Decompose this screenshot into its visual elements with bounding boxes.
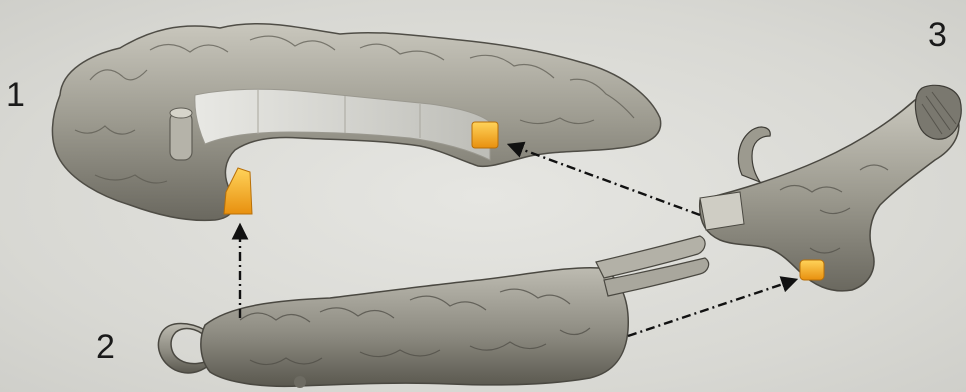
part-1-marker-right (472, 122, 498, 148)
part-3-block (700, 192, 744, 230)
part-3-marker (800, 260, 824, 280)
part-3-hook (738, 127, 770, 182)
part-2-label: 2 (96, 330, 115, 364)
part-1 (52, 24, 660, 221)
arrow-3-to-1 (510, 145, 700, 215)
part-3-end-cap (915, 85, 961, 139)
arrow-2-to-3 (628, 280, 795, 336)
part-3 (700, 85, 962, 291)
part-1-label: 1 (6, 78, 25, 112)
part-1-marker-left (224, 168, 252, 214)
part-3-label: 3 (928, 18, 947, 52)
part-1-post (170, 112, 192, 160)
part-2-body (201, 268, 628, 387)
